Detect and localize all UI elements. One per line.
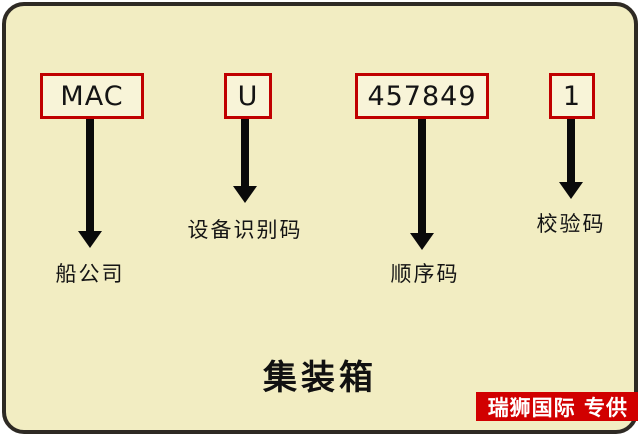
arrow-down-icon bbox=[418, 119, 426, 233]
arrow-down-icon bbox=[241, 119, 249, 186]
code-box-serial: 457849 bbox=[355, 73, 489, 119]
arrow-down-icon bbox=[86, 119, 94, 231]
arrow-down-icon bbox=[567, 119, 575, 182]
arrow-head-icon bbox=[233, 186, 257, 203]
label-equipment: 设备识别码 bbox=[187, 218, 303, 242]
label-check-digit: 校验码 bbox=[536, 212, 606, 236]
label-serial: 顺序码 bbox=[390, 262, 460, 286]
label-owner: 船公司 bbox=[55, 262, 125, 286]
diagram-title: 集装箱 bbox=[263, 358, 377, 398]
arrow-head-icon bbox=[559, 182, 583, 199]
arrow-head-icon bbox=[78, 231, 102, 248]
code-box-equipment: U bbox=[224, 73, 272, 119]
code-box-check-digit: 1 bbox=[549, 73, 595, 119]
watermark-badge: 瑞狮国际 专供 bbox=[475, 392, 638, 421]
code-box-owner: MAC bbox=[40, 73, 144, 119]
arrow-head-icon bbox=[410, 233, 434, 250]
